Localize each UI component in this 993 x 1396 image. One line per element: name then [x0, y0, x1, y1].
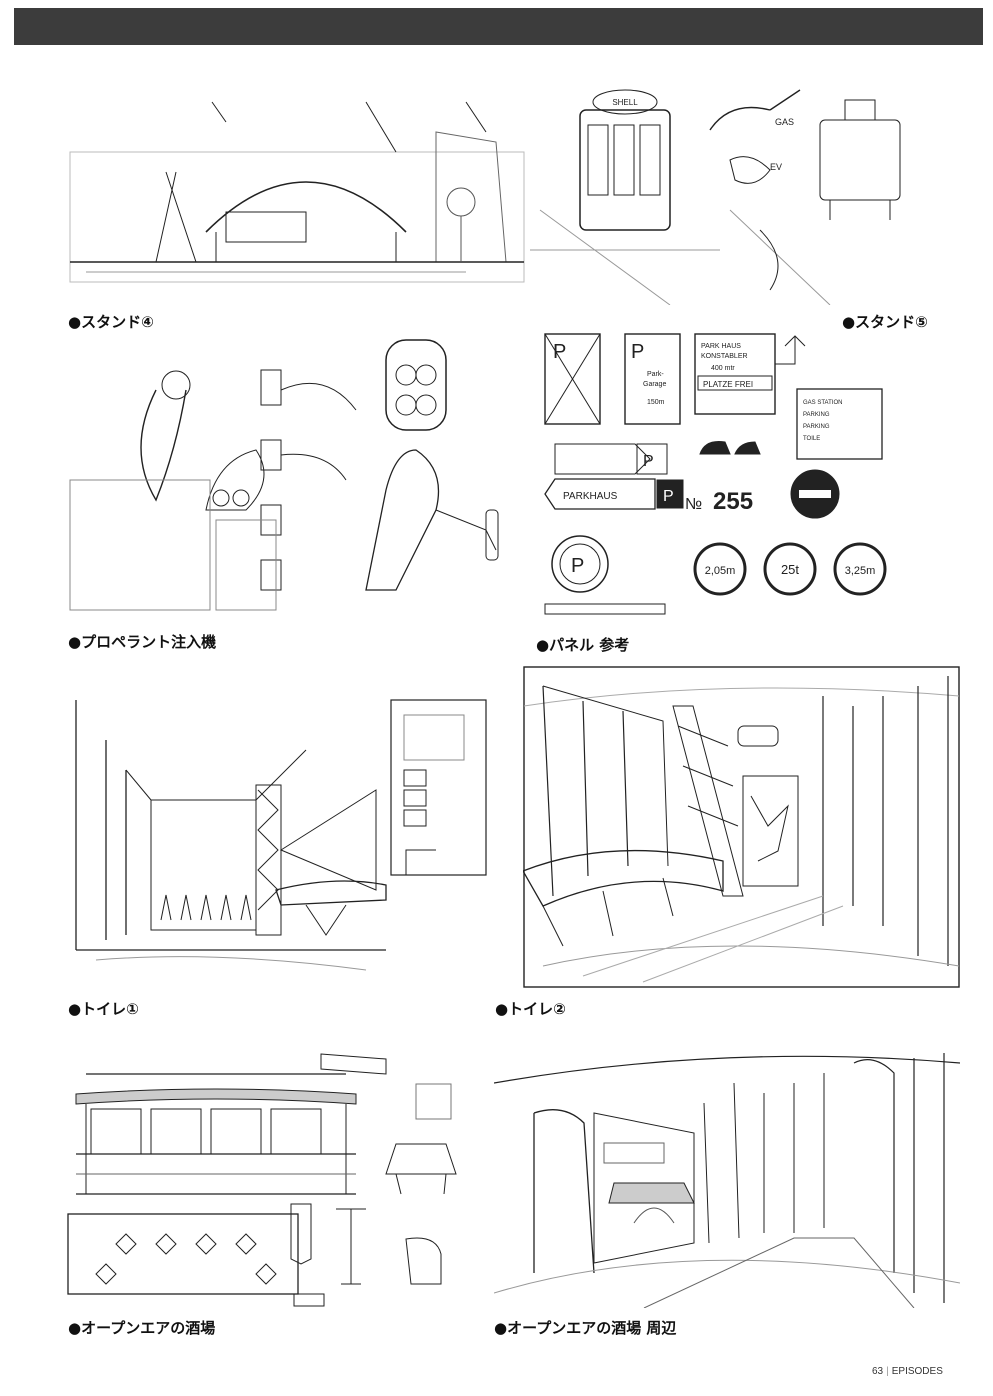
gas-station-line-2: PARKING — [803, 412, 830, 418]
page-footer: 63|EPISODES — [872, 1366, 943, 1377]
number-prefix: № — [685, 496, 702, 513]
weight-limit-sign: 25t — [781, 562, 799, 577]
park-garage-line-2: Garage — [643, 381, 666, 388]
sketch-stand-4 — [66, 92, 528, 288]
sketch-propellant-nozzle — [66, 330, 518, 616]
caption-propellant: ●プロペラント注入機 — [68, 633, 217, 651]
page-number: 63 — [872, 1366, 884, 1377]
caption-panel: ●パネル 参考 — [536, 636, 630, 654]
p-sign-3: P — [643, 453, 654, 470]
height-limit-sign-2: 3,25m — [845, 565, 876, 577]
p-sign-4: P — [663, 488, 674, 505]
parking-number: 255 — [713, 488, 753, 515]
p-sign-5: P — [571, 555, 584, 577]
caption-stand-5: ●スタンド⑤ — [842, 313, 928, 331]
caption-open-air-bar: ●オープンエアの酒場 — [68, 1319, 216, 1337]
caption-open-air-bar-area: ●オープンエアの酒場 周辺 — [494, 1319, 677, 1337]
park-garage-line-1: Park- — [647, 371, 664, 378]
p-sign-2: P — [631, 341, 644, 363]
height-limit-sign: 2,05m — [705, 565, 736, 577]
gas-label: GAS — [775, 117, 794, 127]
park-garage-line-3: 150m — [647, 399, 665, 406]
caption-toilet-2: ●トイレ② — [495, 1000, 566, 1018]
park-haus-line-1: PARK HAUS — [701, 343, 741, 350]
header-bar — [14, 8, 983, 45]
sketch-sign-panels: P P Park- Garage 150m PARK HAUS KONSTABL… — [535, 324, 960, 622]
section-name: EPISODES — [891, 1366, 943, 1377]
sketch-toilet-2 — [523, 666, 960, 988]
gas-station-line-3: PARKING — [803, 424, 830, 430]
gas-station-line-4: TOILE — [803, 436, 820, 442]
shell-sign-text: SHELL — [612, 98, 638, 107]
caption-toilet-1: ●トイレ① — [68, 1000, 139, 1018]
gas-station-line-1: GAS STATION — [803, 400, 842, 406]
sketch-open-air-bar — [66, 1044, 468, 1314]
park-haus-line-2: KONSTABLER — [701, 353, 748, 360]
p-sign-1: P — [553, 341, 566, 363]
sketch-toilet-1 — [66, 690, 492, 990]
sketch-stand-5: SHELL GAS EV — [530, 80, 960, 305]
parkhaus-sign: PARKHAUS — [563, 491, 618, 502]
caption-stand-4: ●スタンド④ — [68, 313, 154, 331]
platze-frei: PLATZE FREI — [703, 380, 753, 389]
ev-label: EV — [770, 162, 782, 172]
park-haus-line-3: 400 mtr — [711, 365, 735, 372]
sketch-open-air-bar-surroundings — [494, 1043, 960, 1308]
